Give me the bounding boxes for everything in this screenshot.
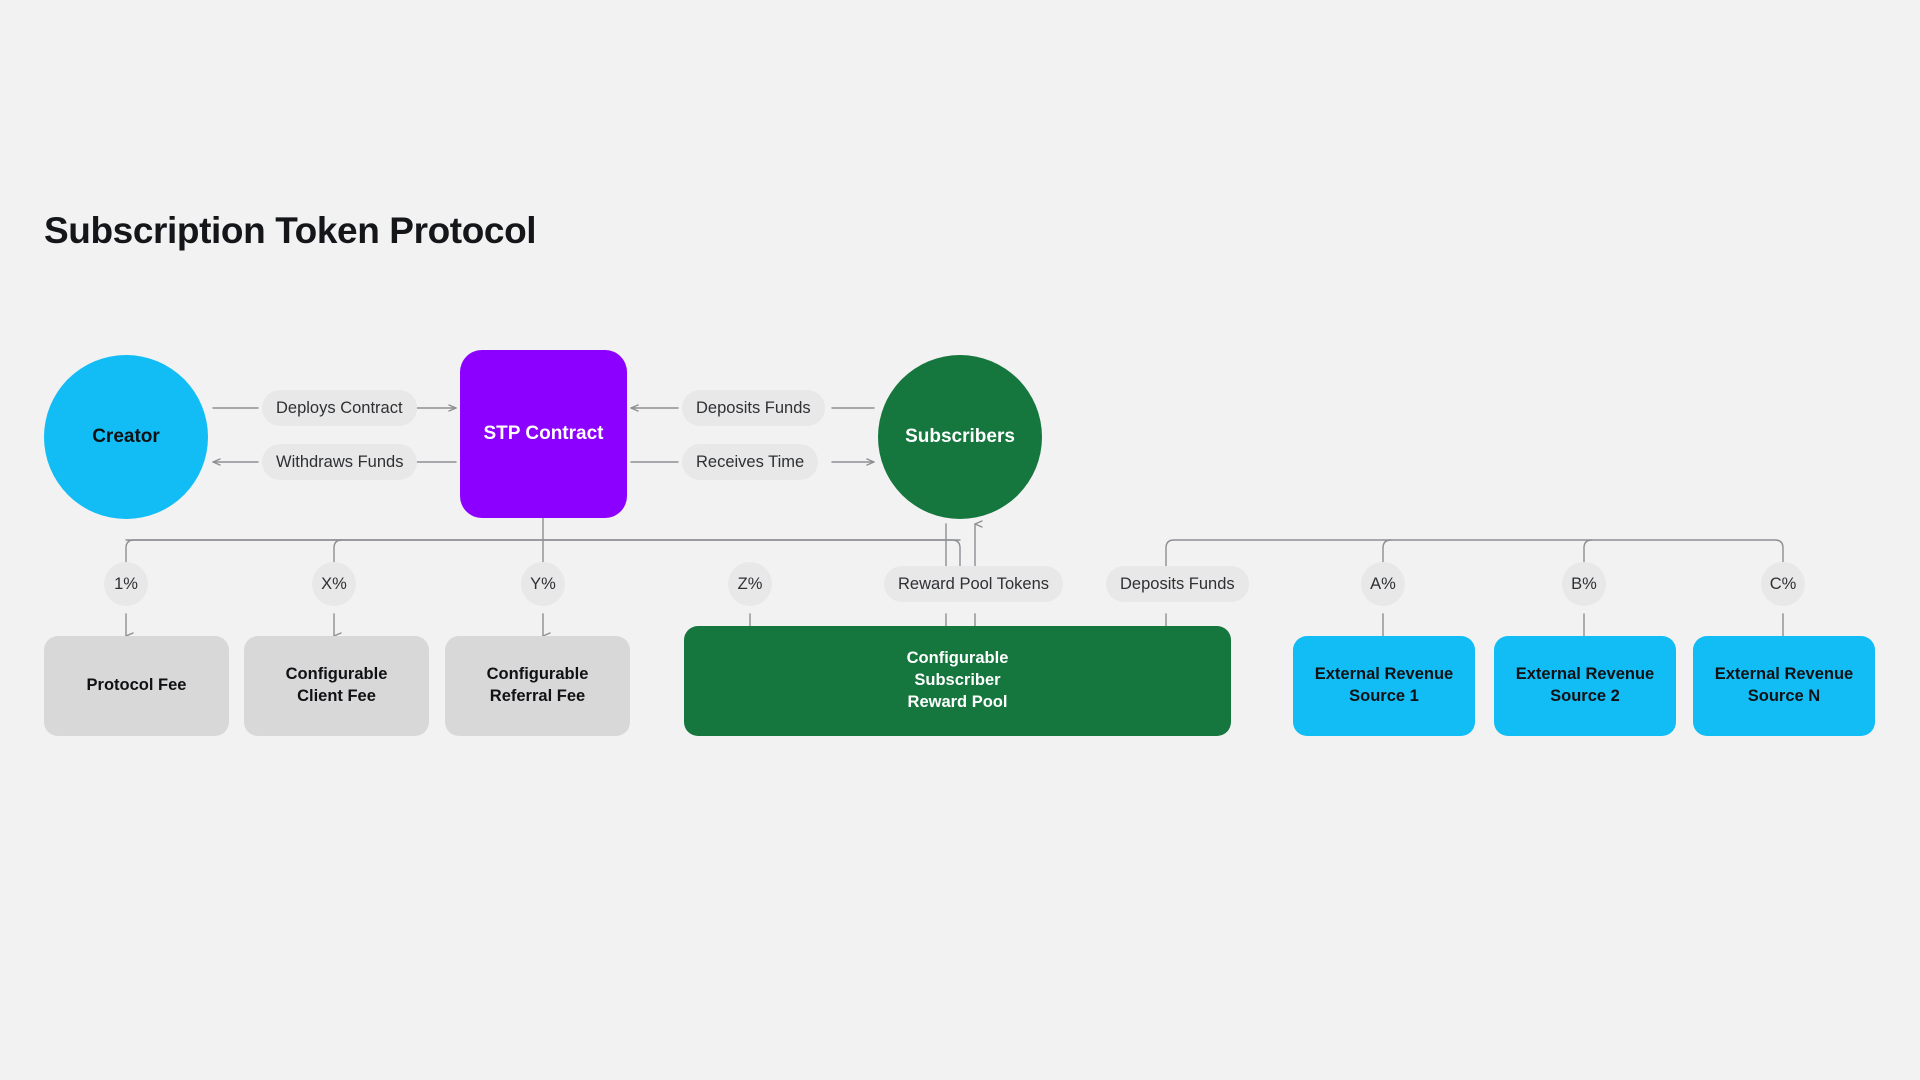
node-subscriber-reward-pool-line3: Reward Pool <box>907 692 1008 711</box>
badge-fee-share-4-text: Z% <box>737 574 763 593</box>
node-external-revenue-source-2[interactable]: External Revenue Source 2 <box>1494 636 1676 736</box>
badge-fee-share-2-text: X% <box>321 574 347 593</box>
node-referral-fee-label-line2: Referral Fee <box>489 687 586 705</box>
node-stp-contract-label: STP Contract <box>483 423 604 445</box>
edge-label-deposits-funds: Deposits Funds <box>682 390 825 426</box>
node-external-revenue-source-n[interactable]: External Revenue Source N <box>1693 636 1875 736</box>
node-external-revenue-source-2-line2: Source 2 <box>1550 687 1620 705</box>
node-creator[interactable]: Creator <box>44 355 208 519</box>
node-referral-fee-label-line1: Configurable <box>486 665 589 684</box>
node-subscriber-reward-pool-line1: Configurable <box>906 649 1009 668</box>
edge-label-external-deposits-funds-text: Deposits Funds <box>1120 574 1235 593</box>
edge-label-deposits-funds-text: Deposits Funds <box>696 398 811 417</box>
node-client-fee[interactable]: Configurable Client Fee <box>244 636 429 736</box>
node-external-revenue-source-n-line2: Source N <box>1747 687 1821 705</box>
edge-label-deploys-contract-text: Deploys Contract <box>276 398 403 417</box>
badge-external-share-c-text: C% <box>1769 574 1797 593</box>
edge-label-receives-time-text: Receives Time <box>696 452 805 471</box>
edge-label-deploys-contract: Deploys Contract <box>262 390 417 426</box>
badge-fee-share-4: Z% <box>728 562 772 606</box>
badge-fee-share-2: X% <box>312 562 356 606</box>
node-protocol-fee-label: Protocol Fee <box>86 676 187 695</box>
node-external-revenue-source-1-line2: Source 1 <box>1349 687 1419 705</box>
badge-external-share-a-text: A% <box>1370 574 1396 593</box>
badge-external-share-c: C% <box>1761 562 1805 606</box>
node-external-revenue-source-2-line1: External Revenue <box>1515 665 1655 684</box>
badge-external-share-b: B% <box>1562 562 1606 606</box>
badge-fee-share-1: 1% <box>104 562 148 606</box>
node-stp-contract[interactable]: STP Contract <box>460 350 627 518</box>
node-subscribers[interactable]: Subscribers <box>878 355 1042 519</box>
page-title: Subscription Token Protocol <box>44 210 537 251</box>
edge-label-receives-time: Receives Time <box>682 444 819 480</box>
node-protocol-fee[interactable]: Protocol Fee <box>44 636 229 736</box>
node-subscriber-reward-pool[interactable]: Configurable Subscriber Reward Pool <box>684 626 1231 736</box>
badge-fee-share-3-text: Y% <box>530 574 556 593</box>
node-client-fee-label-line2: Client Fee <box>297 687 376 705</box>
node-subscriber-reward-pool-line2: Subscriber <box>914 671 1001 690</box>
edge-label-reward-pool-tokens-text: Reward Pool Tokens <box>898 574 1050 593</box>
badge-fee-share-1-text: 1% <box>114 574 138 593</box>
node-referral-fee[interactable]: Configurable Referral Fee <box>445 636 630 736</box>
edge-label-reward-pool-tokens: Reward Pool Tokens <box>884 566 1064 602</box>
edge-label-external-deposits-funds: Deposits Funds <box>1106 566 1249 602</box>
node-external-revenue-source-1[interactable]: External Revenue Source 1 <box>1293 636 1475 736</box>
edge-label-withdraws-funds-text: Withdraws Funds <box>276 452 404 471</box>
edge-label-withdraws-funds: Withdraws Funds <box>262 444 418 480</box>
node-creator-label: Creator <box>92 426 160 448</box>
wire-external-bus <box>1165 539 1784 583</box>
node-client-fee-label-line1: Configurable <box>285 665 388 684</box>
badge-fee-share-3: Y% <box>521 562 565 606</box>
badge-external-share-b-text: B% <box>1571 574 1597 593</box>
node-external-revenue-source-1-line1: External Revenue <box>1314 665 1454 684</box>
badge-external-share-a: A% <box>1361 562 1405 606</box>
node-subscribers-label: Subscribers <box>905 426 1015 448</box>
node-external-revenue-source-n-line1: External Revenue <box>1714 665 1854 684</box>
